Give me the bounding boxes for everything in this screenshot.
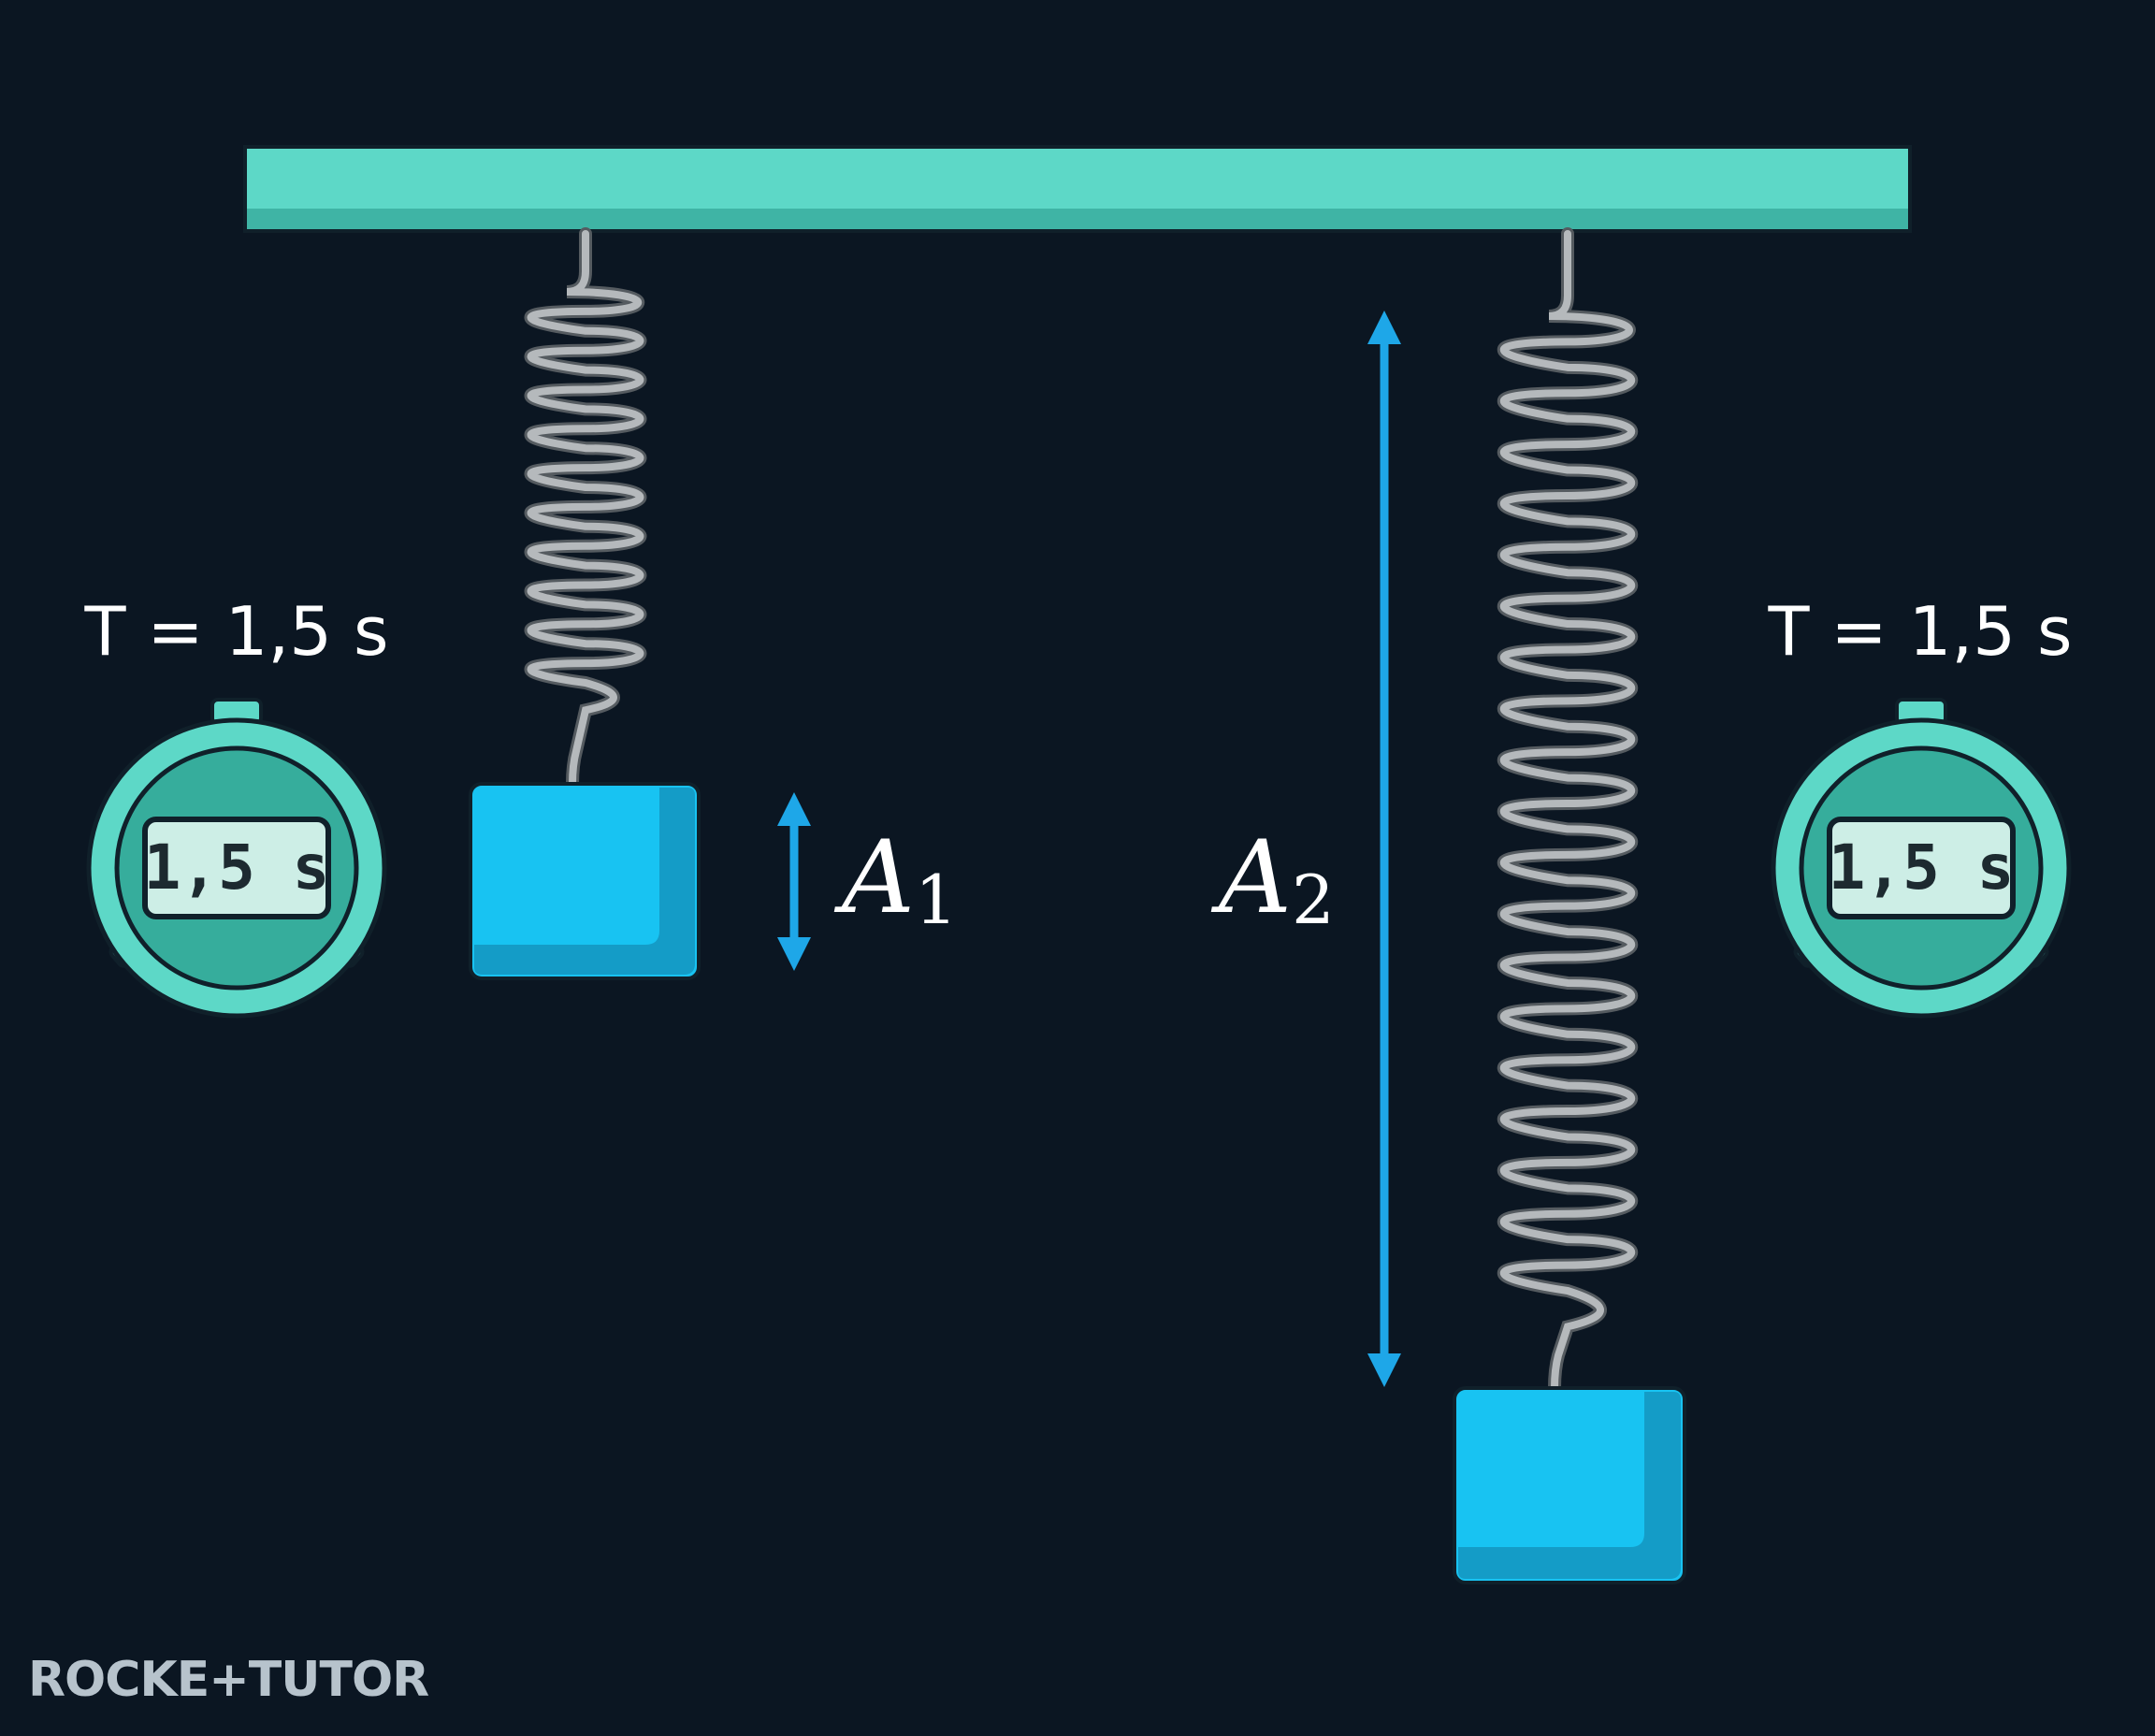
stopwatch-display-right: 1,5 s (1829, 832, 2015, 904)
left-spring (524, 227, 647, 790)
support-bar (243, 145, 1912, 233)
left-mass-block (469, 782, 701, 980)
stopwatch-icon: 1,5 s (86, 698, 387, 1019)
right-spring (1497, 227, 1638, 1395)
period-label-left: T = 1,5 s (84, 592, 389, 671)
right-mass-block (1453, 1386, 1686, 1584)
stopwatch-icon: 1,5 s (1771, 698, 2072, 1019)
amplitude-label-a1: A1 (833, 819, 958, 939)
amplitude-label-a2: A2 (1210, 819, 1335, 939)
stopwatch-display-left: 1,5 s (144, 832, 330, 904)
spring-coil (1500, 230, 1635, 1392)
rocketutor-logo: ROCKE+TUTOR (28, 1652, 429, 1708)
spring-coil (527, 230, 644, 788)
period-label-right: T = 1,5 s (1768, 592, 2073, 671)
